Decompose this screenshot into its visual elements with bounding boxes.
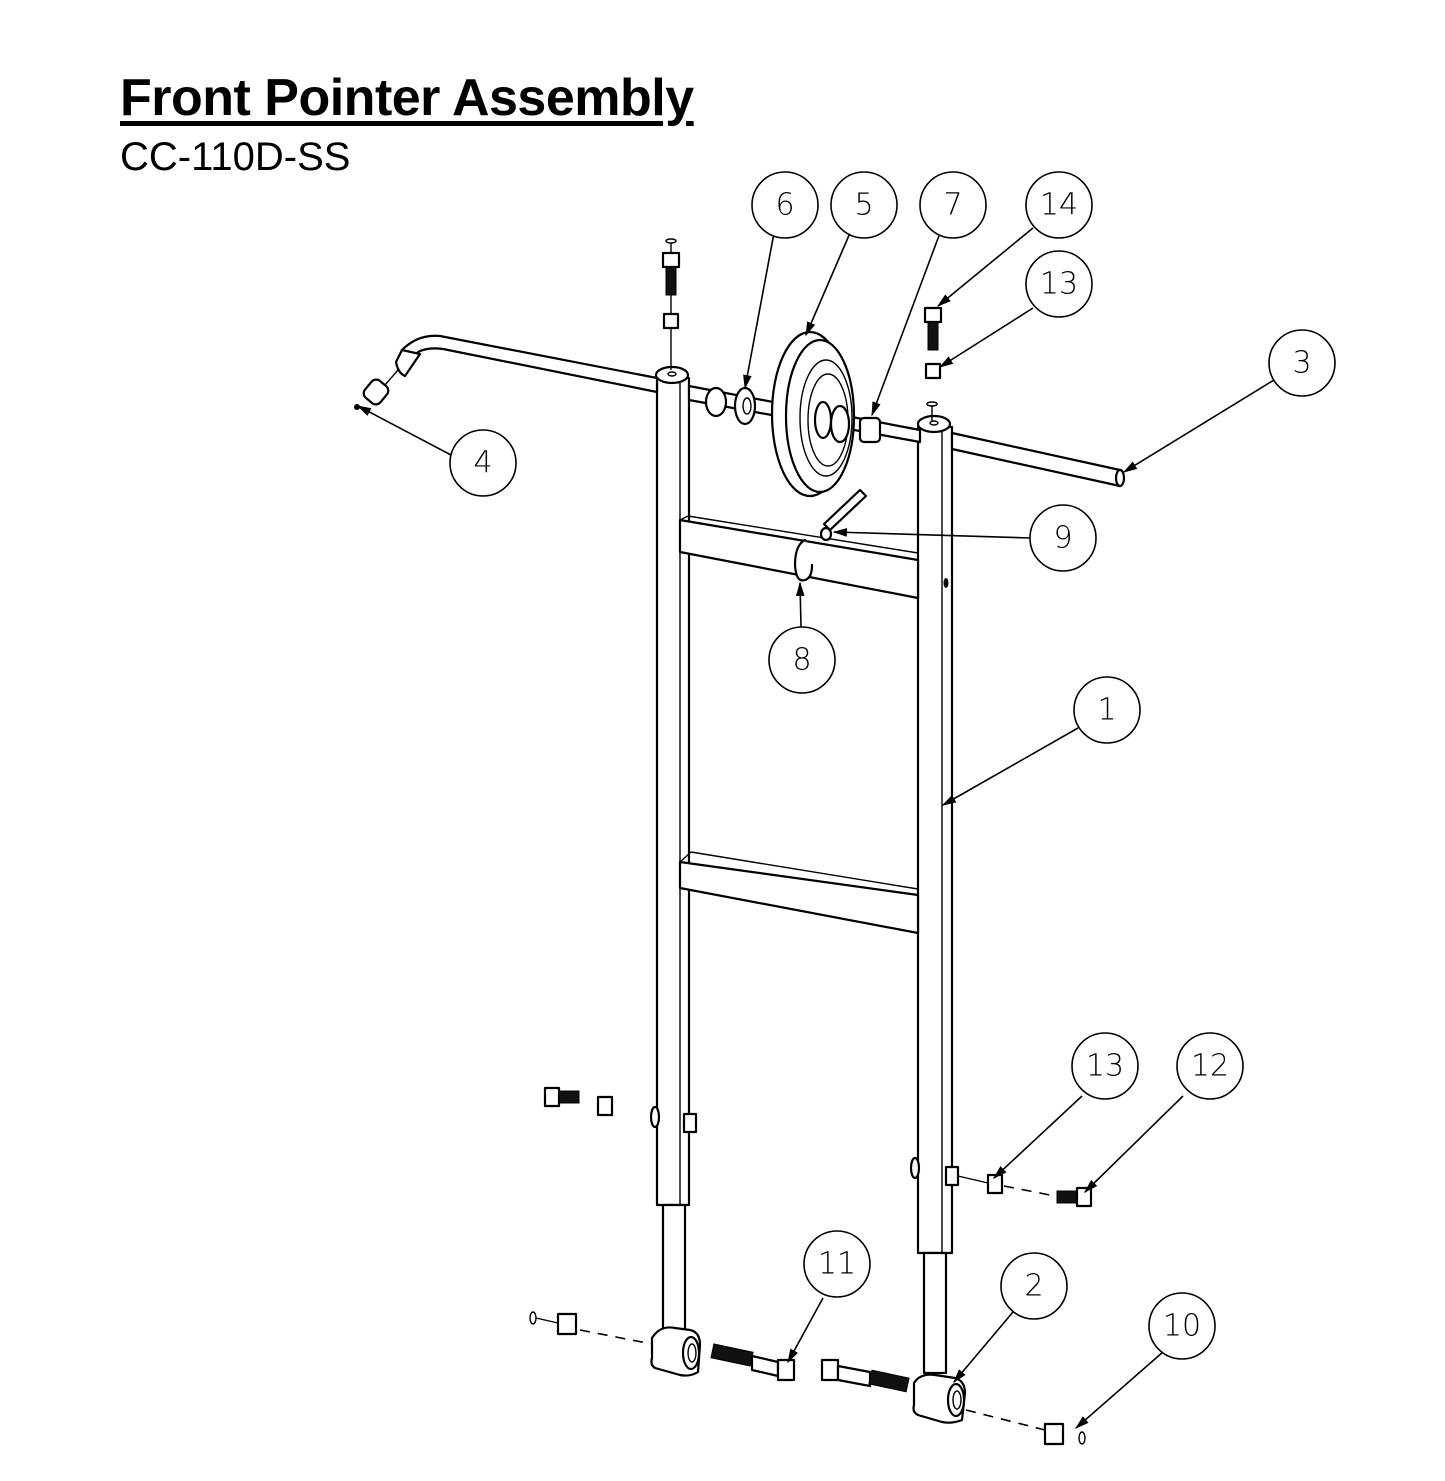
top-left-fasteners: [661, 238, 681, 370]
balloon-1: 1: [1073, 676, 1141, 744]
balloon-label: 12: [1191, 1049, 1229, 1084]
balloon-label: 3: [1292, 346, 1311, 381]
left-foot-nut: [556, 1312, 578, 1336]
wheel-assembly: [704, 330, 882, 498]
leader-9: [832, 528, 1031, 539]
ring-and-pin: [793, 488, 868, 582]
leader-3: [1122, 379, 1275, 473]
balloon-10: 10: [1148, 1292, 1216, 1360]
frame-right-upright: [916, 425, 954, 1255]
nut-10: [1043, 1422, 1065, 1446]
left-leg-tube: [661, 1203, 687, 1337]
right-washer: [829, 404, 851, 444]
side-right-mounted-nut: [944, 1165, 960, 1187]
spacer-washer-6: [733, 386, 757, 426]
side-left-mounted-nut: [682, 1112, 698, 1134]
side-right-fasteners: [909, 1156, 1093, 1208]
foot-fasteners: [529, 1311, 1086, 1446]
leader-4: [356, 405, 452, 456]
balloon-9: 9: [1029, 504, 1097, 572]
bolt-14-head: [923, 306, 943, 324]
leader-11: [787, 1297, 824, 1364]
frame-hole: [943, 578, 949, 588]
balloons: 6 5 7 14 13 3 4 9 8 1 13 12 11 2 10: [449, 171, 1336, 1360]
right-top-cap: [916, 414, 952, 434]
spacer-collar-7: [858, 416, 882, 444]
balloon-6: 6: [751, 171, 819, 239]
pin-9: [822, 488, 868, 532]
balloon-7: 7: [919, 171, 987, 239]
leader-10: [1074, 1351, 1164, 1429]
leader-6: [743, 232, 775, 390]
balloon-label: 6: [775, 188, 794, 223]
balloon-12: 12: [1176, 1032, 1244, 1100]
balloon-label: 1: [1097, 693, 1116, 728]
balloon-3: 3: [1268, 329, 1336, 397]
bolt-11-head: [776, 1358, 796, 1382]
top-left-nut: [662, 312, 680, 330]
leader-8: [795, 581, 805, 628]
balloon-label: 8: [792, 643, 811, 678]
balloon-13-side: 13: [1071, 1032, 1139, 1100]
balloon-2: 2: [1000, 1252, 1068, 1320]
side-left-fasteners: [543, 1086, 698, 1134]
leader-1: [941, 727, 1079, 806]
right-foot-bolt-head: [820, 1358, 840, 1382]
balloon-label: 9: [1053, 521, 1072, 556]
nut-13-top: [924, 362, 942, 380]
balloon-label: 14: [1040, 188, 1078, 223]
leader-2: [953, 1311, 1014, 1384]
pointer-tip: [354, 348, 422, 410]
balloon-4: 4: [449, 429, 517, 497]
left-top-cap: [654, 365, 690, 385]
balloon-label: 5: [854, 188, 873, 223]
leg-extensions: [650, 1203, 967, 1424]
balloon-label: 4: [473, 446, 492, 481]
balloon-14: 14: [1025, 171, 1093, 239]
side-left-nut: [596, 1095, 614, 1117]
leader-5: [805, 232, 851, 337]
balloon-label: 13: [1040, 267, 1078, 302]
page-title: Front Pointer Assembly: [120, 69, 694, 127]
balloon-label: 2: [1024, 1269, 1043, 1304]
top-left-bolt-head: [661, 251, 681, 269]
leader-14: [936, 227, 1034, 307]
balloon-label: 13: [1086, 1049, 1124, 1084]
frame: [654, 365, 954, 1255]
ring-8: [793, 538, 814, 582]
leader-12: [1083, 1095, 1184, 1194]
balloon-5: 5: [830, 171, 898, 239]
lower-cross-brace: [678, 860, 920, 935]
balloon-label: 11: [818, 1247, 856, 1282]
balloon-label: 10: [1163, 1309, 1201, 1344]
frame-left-upright: [655, 376, 691, 1207]
bolt-12-head: [1075, 1186, 1093, 1208]
leader-7: [871, 232, 941, 417]
top-right-fasteners: [923, 306, 943, 422]
part-number: CC-110D-SS: [120, 135, 351, 179]
balloon-11: 11: [803, 1230, 871, 1298]
leader-lines: [356, 227, 1275, 1429]
leader-13-top: [938, 307, 1034, 368]
balloon-label: 7: [943, 188, 962, 223]
side-left-bolt-head: [543, 1086, 561, 1108]
balloon-8: 8: [768, 626, 836, 694]
left-collar: [704, 386, 728, 418]
balloon-13-top: 13: [1025, 250, 1093, 318]
right-leg-tube: [922, 1251, 948, 1375]
bolt-11-thread: [710, 1343, 754, 1367]
leader-13-side: [992, 1095, 1083, 1179]
